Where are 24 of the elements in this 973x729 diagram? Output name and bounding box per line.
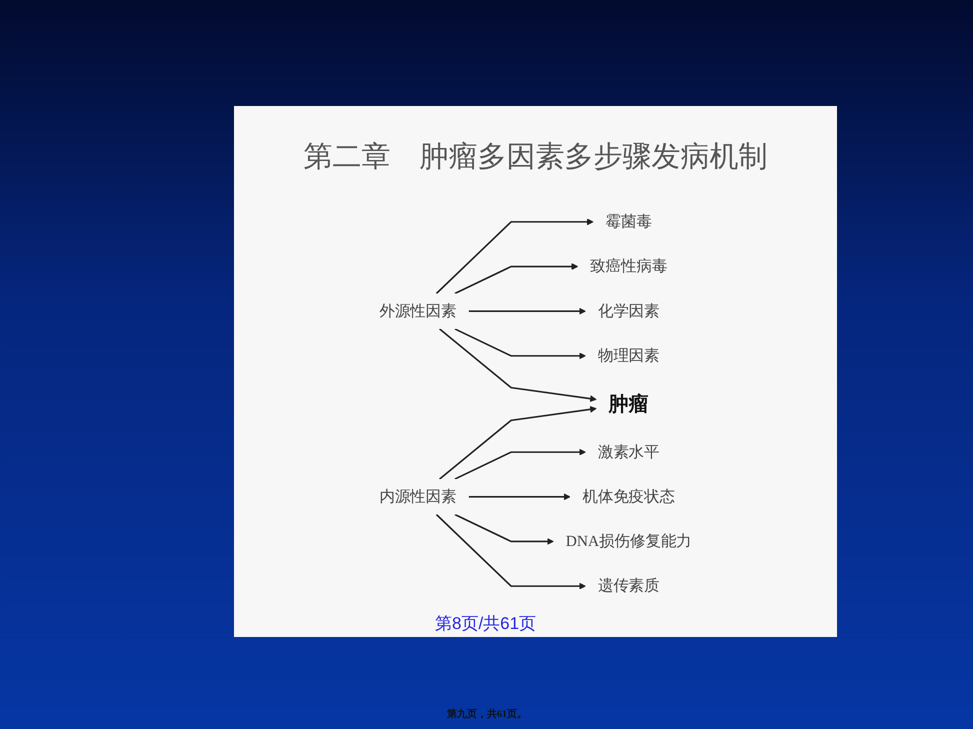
node-text: 物理因素 [598, 347, 660, 364]
title: 第二章 肿瘤多因素多步骤发病机制 [304, 140, 768, 175]
arrow [454, 263, 578, 294]
arrow [454, 514, 554, 545]
arrow [468, 308, 586, 315]
page-number: 第8页/共61页 [435, 614, 536, 634]
footer-note: 第九页，共61页。 [447, 709, 527, 720]
node-text: 霉菌毒 [606, 213, 652, 230]
arrow [468, 493, 570, 500]
node-text: 外源性因素 [379, 302, 456, 320]
node-text: 遗传素质 [598, 578, 660, 595]
arrow [454, 448, 586, 480]
arrow [454, 328, 586, 360]
arrow [436, 514, 586, 590]
node-text: 化学因素 [598, 302, 660, 320]
arrow [439, 328, 597, 402]
arrow [439, 406, 597, 480]
node-text: 肿瘤 [608, 392, 649, 416]
node-text: 致癌性病毒 [590, 258, 668, 276]
node-text: 机体免疫状态 [582, 488, 675, 506]
node-text: 内源性因素 [379, 488, 456, 506]
node-text: DNA损伤修复能力 [566, 532, 692, 550]
arrow [436, 218, 594, 294]
node-text: 激素水平 [598, 444, 660, 461]
